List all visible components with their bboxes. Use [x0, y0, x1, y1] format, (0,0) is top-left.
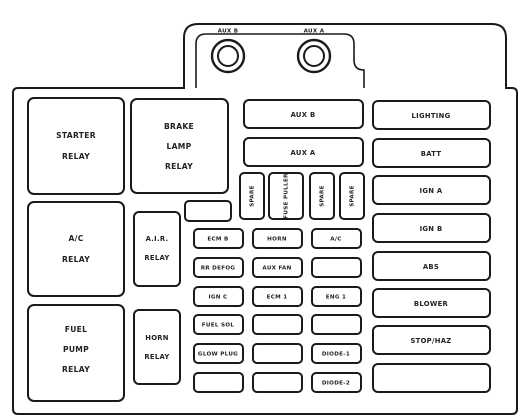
svg-text:FUEL: FUEL [65, 325, 88, 334]
svg-text:FUSE PULLER: FUSE PULLER [284, 173, 290, 219]
fuse-eng-1: ENG 1 [326, 295, 346, 301]
aux-outlet-b: AUX B [210, 29, 246, 74]
aux-a-fuse: AUX A [243, 137, 364, 167]
svg-text:RELAY: RELAY [62, 255, 90, 264]
spare-fuse-3: SPARE [339, 172, 365, 220]
right-fuse-column: LIGHTING BATT IGN A IGN B ABS BLOWER STO… [372, 100, 491, 393]
fuse-ign-b: IGN B [420, 225, 443, 233]
svg-text:RELAY: RELAY [62, 365, 90, 374]
fuse-empty-right [372, 363, 491, 393]
fuse-ign-c: IGN C [209, 295, 228, 301]
fuel-pump-relay: FUEL PUMP RELAY [27, 304, 125, 402]
svg-text:AUX B: AUX B [291, 111, 316, 119]
svg-text:RELAY: RELAY [144, 353, 169, 361]
fuse-glow-plug: GLOW PLUG [198, 352, 238, 358]
empty-fuse-slot [184, 200, 232, 222]
fuse-ign-a: IGN A [420, 187, 443, 195]
svg-text:PUMP: PUMP [63, 345, 89, 354]
svg-text:A.I.R.: A.I.R. [146, 235, 169, 243]
fuse-blower: BLOWER [414, 300, 449, 308]
aux-b-fuse: AUX B [243, 99, 364, 129]
horn-relay: HORN RELAY [133, 309, 181, 385]
svg-text:SPARE: SPARE [320, 185, 326, 207]
aux-outlet-b-label: AUX B [218, 29, 239, 35]
fuse-aux-fan: AUX FAN [262, 266, 291, 272]
aux-outlet-a: AUX A [296, 29, 332, 74]
svg-text:SPARE: SPARE [350, 185, 356, 207]
ac-relay: A/C RELAY [27, 201, 125, 297]
fuse-batt: BATT [421, 150, 442, 158]
svg-text:A/C: A/C [68, 234, 83, 243]
svg-text:RELAY: RELAY [62, 152, 90, 161]
brake-lamp-relay: BRAKE LAMP RELAY [130, 98, 229, 194]
fuse-stop-haz: STOP/HAZ [410, 337, 451, 345]
svg-text:LAMP: LAMP [166, 142, 191, 151]
starter-relay: STARTER RELAY [27, 97, 125, 195]
aux-outlet-panel [195, 33, 365, 88]
air-relay: A.I.R. RELAY [133, 211, 181, 287]
svg-text:AUX A: AUX A [291, 149, 316, 157]
svg-text:HORN: HORN [145, 334, 169, 342]
fuse-lighting: LIGHTING [412, 112, 451, 120]
svg-text:RELAY: RELAY [144, 254, 169, 262]
fuse-ecm-b: ECM B [207, 237, 228, 243]
svg-text:STARTER: STARTER [56, 131, 96, 140]
fuse-rr-defog: RR DEFOG [201, 266, 236, 272]
aux-outlet-a-label: AUX A [304, 29, 325, 35]
fuse-ac: A/C [330, 237, 341, 243]
spare-fuse-2: SPARE [309, 172, 335, 220]
fuse-fuel-sol: FUEL SOL [202, 323, 235, 329]
fuse-diode-1: DIODE-1 [322, 352, 350, 358]
svg-text:SPARE: SPARE [250, 185, 256, 207]
svg-text:RELAY: RELAY [165, 162, 193, 171]
fuse-puller: FUSE PULLER [268, 172, 304, 220]
fuse-horn: HORN [267, 237, 287, 243]
fuse-diode-2: DIODE-2 [322, 381, 350, 387]
fuse-ecm-1: ECM 1 [267, 295, 288, 301]
svg-text:BRAKE: BRAKE [164, 122, 194, 131]
spare-fuse-1: SPARE [239, 172, 265, 220]
mini-fuse-grid: ECM B HORN A/C RR DEFOG AUX FAN IGN C EC… [193, 228, 362, 393]
fuse-abs: ABS [423, 263, 439, 271]
